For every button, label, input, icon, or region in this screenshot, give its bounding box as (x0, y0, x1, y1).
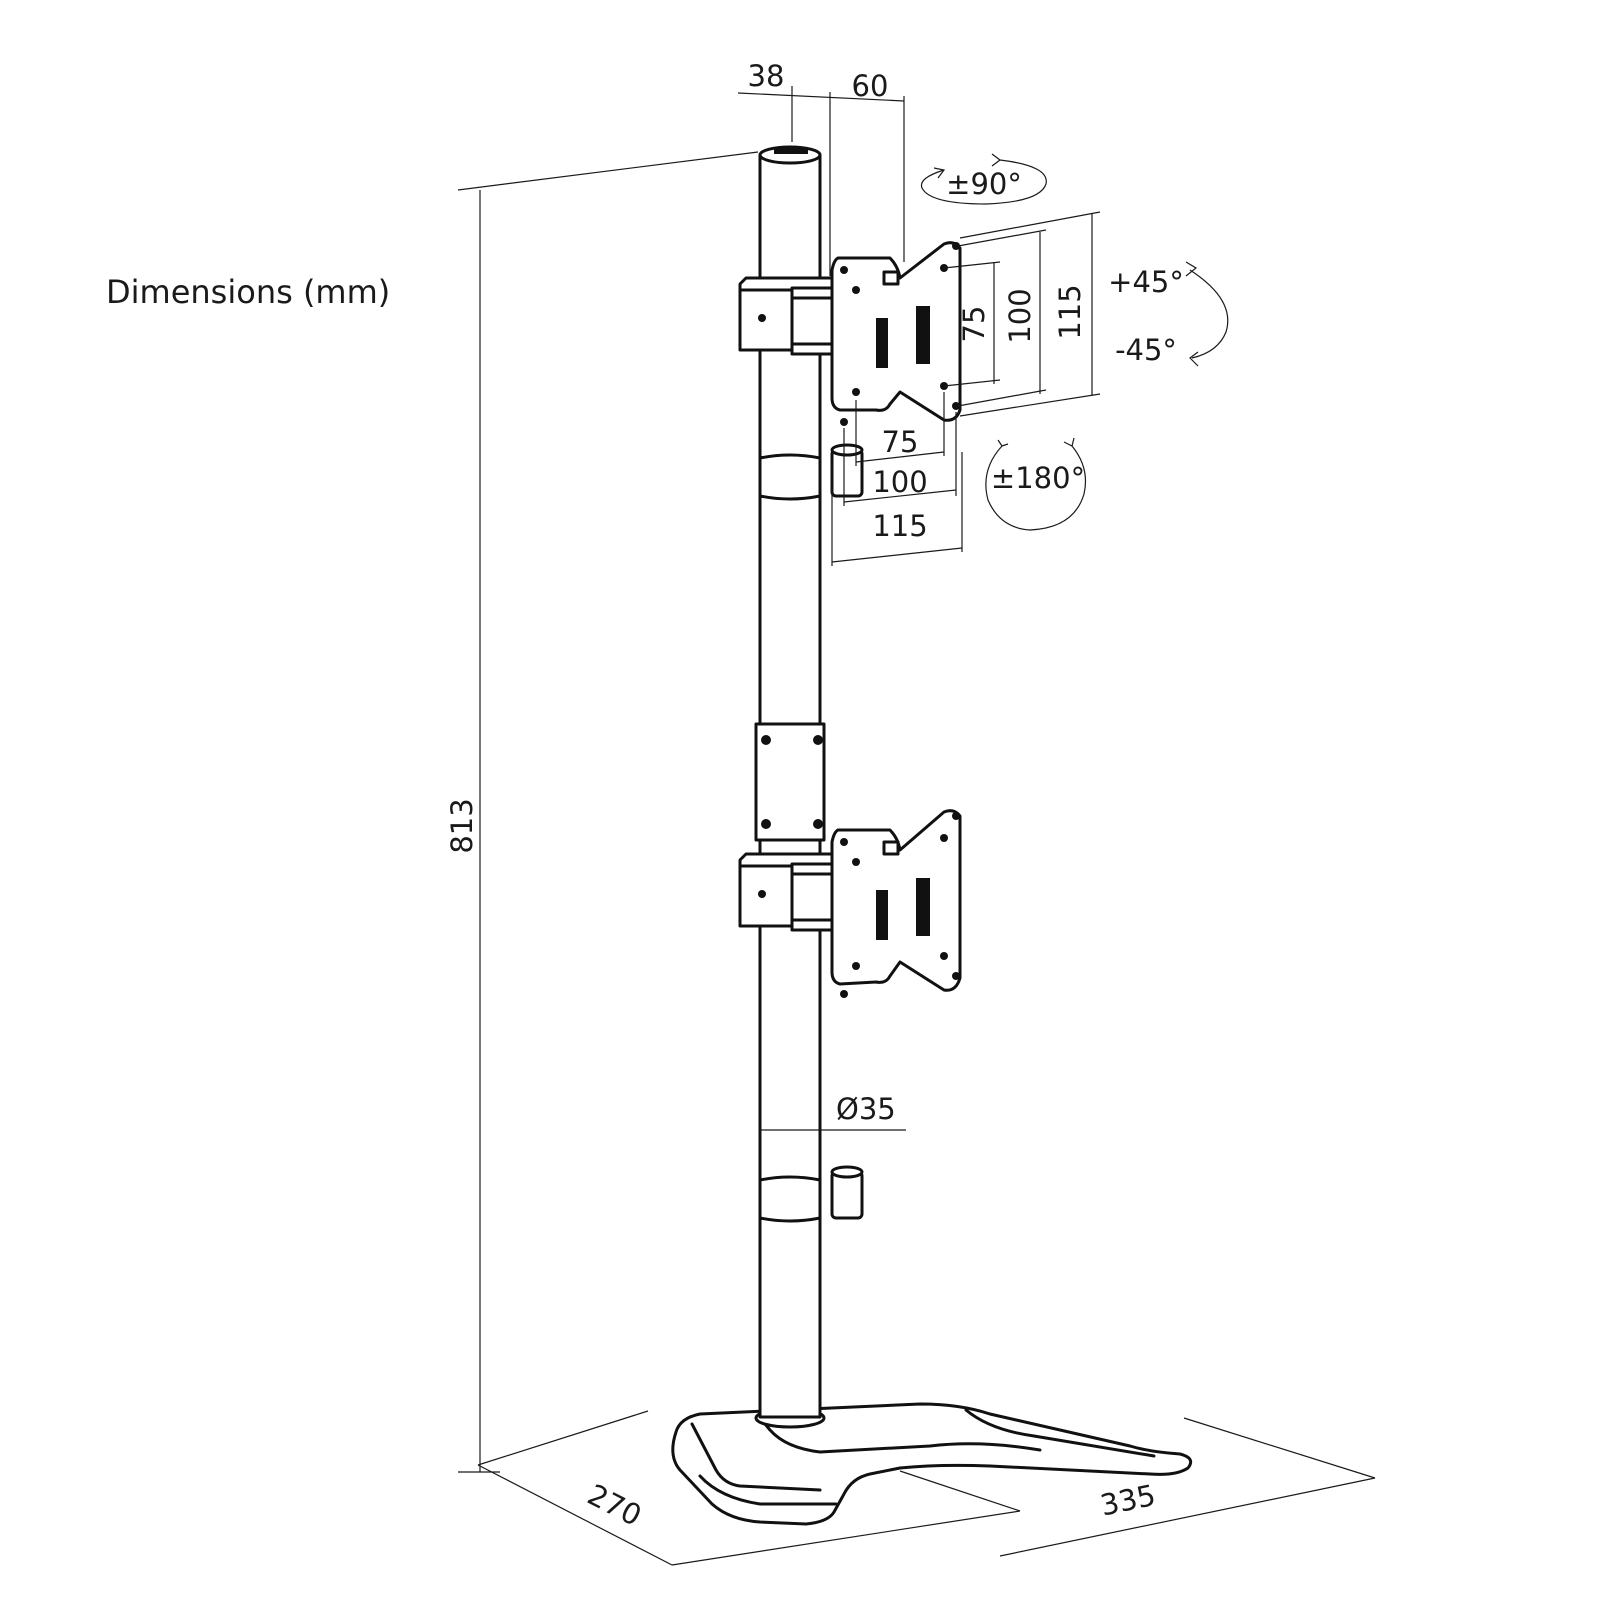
vesa-vertical-dimensions: 75 100 115 (943, 211, 1101, 417)
width-label: 335 (1097, 1478, 1158, 1523)
depth-label: 270 (582, 1477, 647, 1532)
pole-diameter-label: Ø35 (836, 1092, 896, 1126)
upper-cable-clip (758, 443, 864, 501)
page-title: Dimensions (mm) (106, 273, 390, 311)
vesa-v75-label: 75 (957, 306, 991, 343)
vesa-h100-label: 100 (872, 465, 927, 499)
pole-diameter-dimension: Ø35 (760, 1092, 906, 1131)
top-offset-dimensions: 38 60 (737, 59, 905, 276)
tilt-down-label: -45° (1115, 333, 1177, 367)
vesa-horizontal-dimensions: 75 100 115 (831, 392, 963, 566)
rotate-label: ±180° (991, 461, 1085, 495)
swivel-label: ±90° (946, 167, 1022, 201)
vesa-v115-label: 115 (1053, 284, 1087, 339)
swivel-indicator: ±90° (920, 153, 1047, 205)
upper-monitor-mount (738, 241, 962, 426)
middle-collar (754, 722, 826, 842)
pole-offset-label: 38 (748, 59, 785, 93)
rotation-indicator: ±180° (985, 437, 1087, 531)
vesa-h75-label: 75 (882, 425, 919, 459)
vesa-v100-label: 100 (1003, 288, 1037, 343)
lower-monitor-mount (738, 809, 962, 998)
tilt-indicator: +45° -45° (1108, 261, 1229, 367)
lower-cable-clip (758, 1165, 864, 1223)
tilt-up-label: +45° (1108, 265, 1184, 299)
arm-offset-label: 60 (852, 69, 889, 103)
height-dimension: 813 (445, 151, 759, 1473)
vesa-h115-label: 115 (872, 509, 927, 543)
height-label: 813 (445, 798, 479, 853)
